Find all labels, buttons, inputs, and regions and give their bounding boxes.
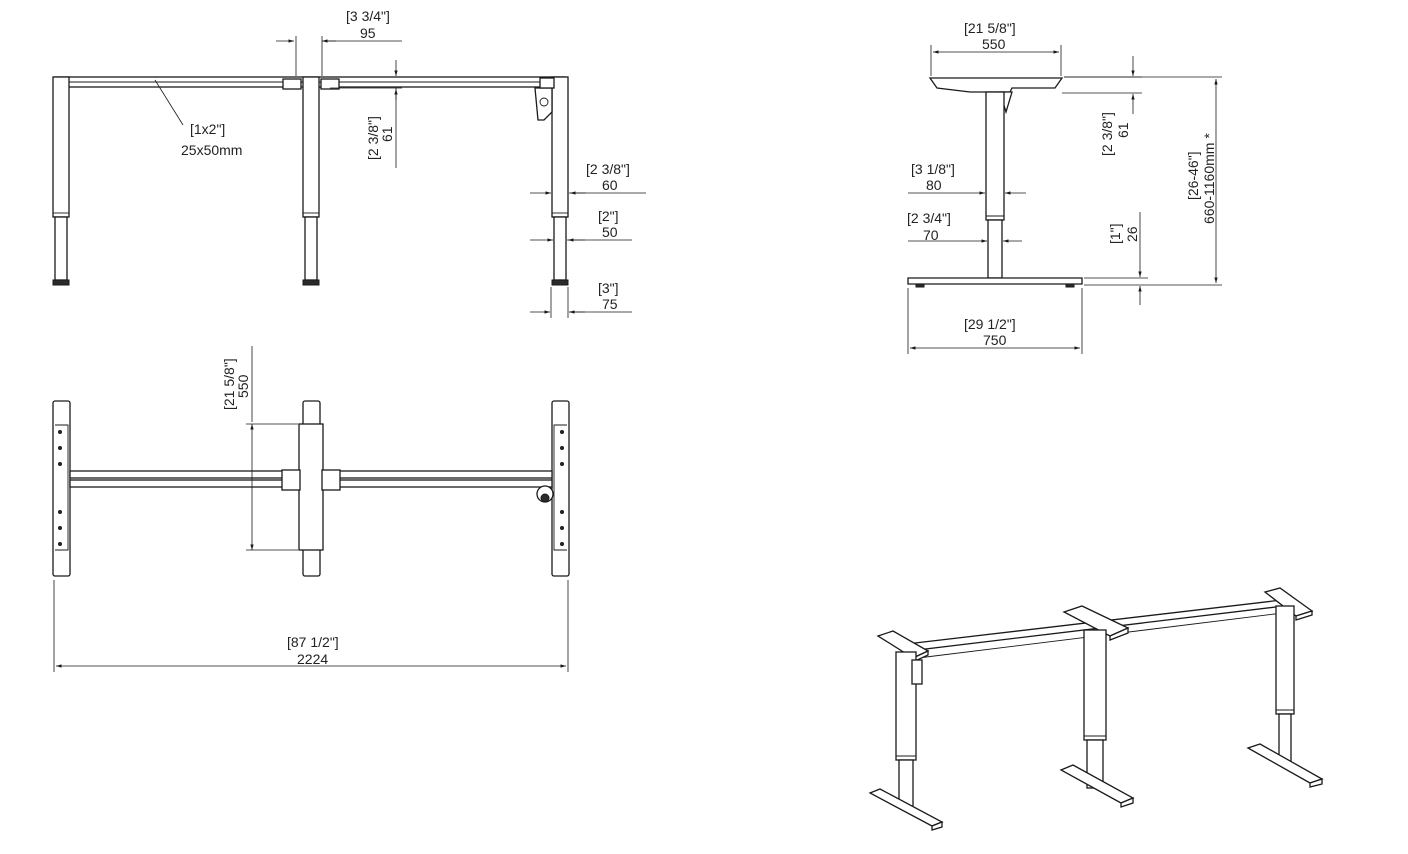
beam-height-imperial: [2 3/8"]: [365, 116, 381, 160]
bracket-height-metric: 61: [1115, 122, 1131, 138]
foot-depth-metric: 750: [983, 332, 1007, 348]
top-middle-foot: [298, 400, 324, 577]
foot-depth-imperial: [29 1/2"]: [964, 316, 1016, 332]
top-bracket-imperial: [21 5/8"]: [964, 20, 1016, 36]
bracket-width-imperial: [3 3/4"]: [346, 8, 390, 24]
side-upper-column: [985, 91, 1005, 221]
front-middle-leg: [282, 76, 340, 286]
top-crossbar-left: [69, 470, 300, 479]
front-view: [1x2"] 25x50mm [3 3/4"] 95 [2 3/8"] 61 […: [52, 8, 646, 318]
bracket-width-metric: 95: [360, 25, 376, 41]
total-width-imperial: [87 1/2"]: [287, 634, 339, 650]
bracket-height-imperial: [2 3/8"]: [1099, 112, 1115, 156]
side-lower-column: [987, 219, 1003, 279]
iso-left-leg: [868, 630, 944, 831]
beam-height-metric: 61: [379, 126, 395, 142]
side-lower-column-imperial: [2 3/4"]: [907, 210, 951, 226]
foot-length-metric: 550: [235, 374, 251, 398]
side-upper-column-imperial: [3 1/8"]: [911, 161, 955, 177]
upper-column-metric: 60: [602, 177, 618, 193]
height-range-metric: 660-1160mm *: [1201, 133, 1217, 224]
side-top-bracket: [928, 77, 1064, 93]
side-upper-column-metric: 80: [926, 177, 942, 193]
foot-length-imperial: [21 5/8"]: [221, 358, 237, 410]
total-width-metric: 2224: [297, 651, 328, 667]
motor-bracket: [534, 87, 553, 121]
side-view: [21 5/8"] 550 [2 3/8"] 61 [3 1/8"] 80 [2…: [907, 20, 1222, 354]
lower-column-metric: 50: [602, 224, 618, 240]
height-range-imperial: [26-46"]: [1185, 151, 1201, 200]
lower-column-imperial: [2"]: [598, 208, 619, 224]
crossbar-metric: 25x50mm: [181, 142, 242, 158]
foot-width-metric: 75: [602, 296, 618, 312]
iso-middle-leg: [1059, 605, 1135, 808]
top-bracket-metric: 550: [982, 36, 1006, 52]
side-foot: [907, 277, 1083, 285]
front-right-leg: [534, 76, 569, 286]
top-crossbar-right: [322, 470, 553, 479]
foot-height-imperial: [1"]: [1107, 223, 1123, 244]
upper-column-imperial: [2 3/8"]: [586, 161, 630, 177]
crossbar-imperial: [1x2"]: [190, 121, 225, 137]
foot-height-metric: 26: [1124, 226, 1140, 242]
top-right-foot: [551, 400, 570, 577]
crossbar-leader: [154, 79, 184, 126]
top-view: [21 5/8"] 550 [87 1/2"] 2224: [52, 346, 570, 672]
iso-right-leg: [1246, 587, 1324, 788]
top-left-foot: [52, 400, 71, 577]
front-left-leg: [52, 76, 70, 286]
isometric-view: [868, 587, 1324, 831]
foot-width-imperial: [3"]: [598, 280, 619, 296]
side-lower-column-metric: 70: [923, 227, 939, 243]
